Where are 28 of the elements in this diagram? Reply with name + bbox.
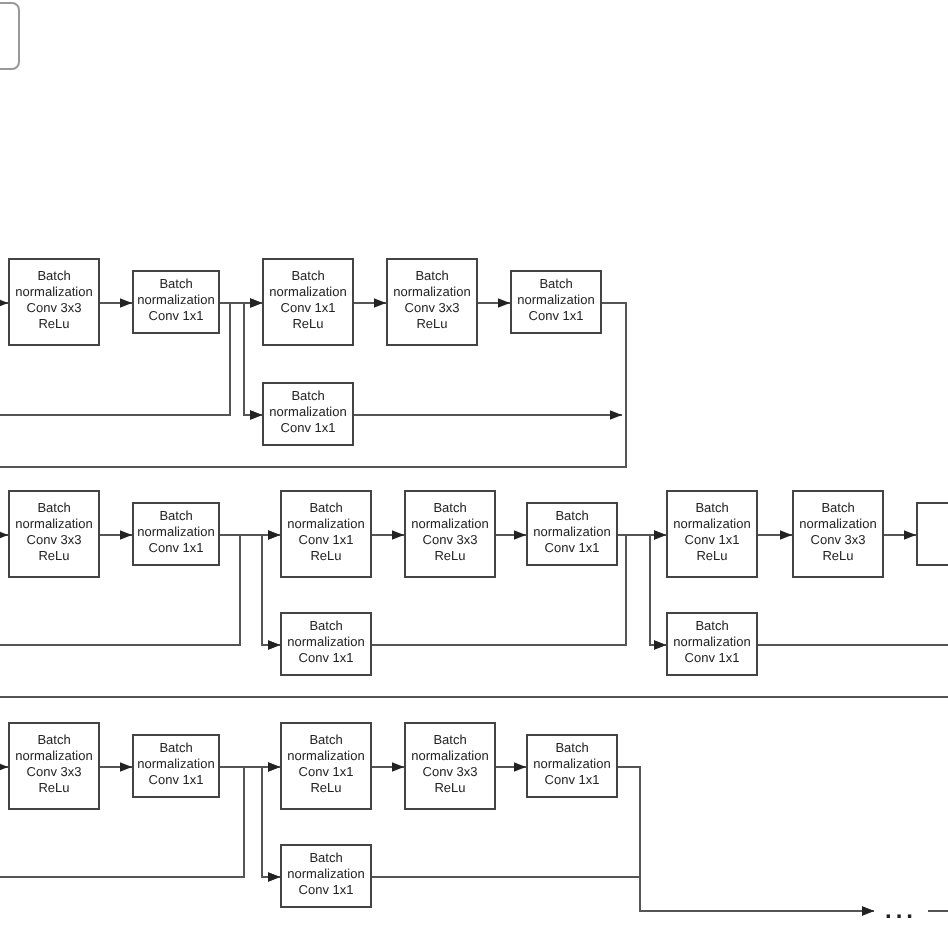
process-box <box>666 490 758 578</box>
arrow <box>0 762 9 772</box>
process-box <box>8 258 100 346</box>
process-box <box>280 490 372 578</box>
arrow <box>353 410 623 420</box>
arrow <box>371 762 405 772</box>
process-box <box>280 722 372 810</box>
process-box <box>404 722 496 810</box>
arrow <box>0 530 9 540</box>
arrow <box>477 298 511 308</box>
process-box <box>386 258 478 346</box>
arrow <box>371 876 875 916</box>
arrow <box>0 298 9 308</box>
arrow <box>883 530 917 540</box>
arrow <box>353 298 387 308</box>
arrow <box>495 530 527 540</box>
process-box <box>8 722 100 810</box>
layer-text: ... <box>884 902 917 918</box>
arrow <box>99 530 133 540</box>
arrow <box>99 762 133 772</box>
arrow <box>495 762 527 772</box>
process-box <box>404 490 496 578</box>
process-box <box>792 490 884 578</box>
arrow <box>757 530 793 540</box>
arrow <box>99 298 133 308</box>
arrow <box>371 530 405 540</box>
process-box <box>8 490 100 578</box>
process-box <box>262 258 354 346</box>
